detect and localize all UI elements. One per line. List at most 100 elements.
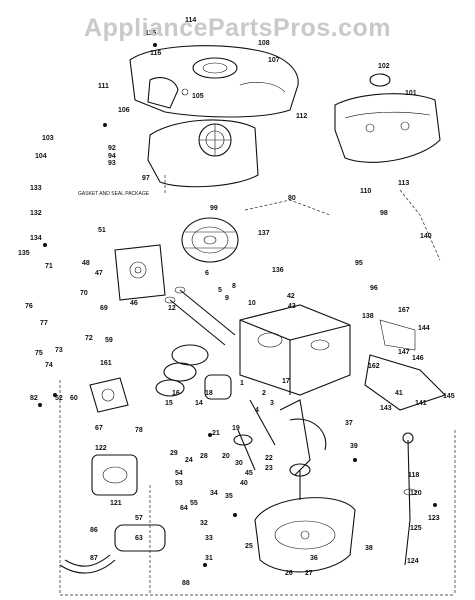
part-callout-103: 103: [42, 135, 54, 142]
part-callout-122: 122: [95, 445, 107, 452]
part-callout-70: 70: [80, 290, 88, 297]
part-callout-146: 146: [412, 355, 424, 362]
part-callout-75: 75: [35, 350, 43, 357]
part-callout-30: 30: [235, 460, 243, 467]
part-callout-115: 115: [145, 30, 156, 37]
part-callout-110: 110: [360, 188, 371, 195]
part-callout-112: 112: [296, 113, 307, 120]
part-callout-98: 98: [380, 210, 388, 217]
assembly-guide-lines: [59, 189, 456, 596]
carburetor-bracket: [114, 244, 166, 301]
part-callout-10: 10: [248, 300, 256, 307]
part-callout-38: 38: [365, 545, 373, 552]
part-callout-35: 35: [225, 493, 233, 500]
flywheel: [181, 217, 239, 263]
part-callout-135: 135: [18, 250, 30, 257]
part-callout-96: 96: [370, 285, 378, 292]
part-callout-27: 27: [305, 570, 313, 577]
part-callout-72: 72: [85, 335, 93, 342]
part-callout-54: 54: [175, 470, 183, 477]
part-callout-26: 26: [285, 570, 293, 577]
part-callout-15: 15: [165, 400, 173, 407]
part-callout-147: 147: [398, 349, 410, 356]
part-callout-9: 9: [225, 295, 229, 302]
part-callout-87: 87: [90, 555, 98, 562]
part-callout-24: 24: [185, 457, 193, 464]
part-callout-82: 82: [30, 395, 38, 402]
muffler: [91, 454, 138, 496]
dipstick-tube: [402, 432, 417, 566]
part-callout-102: 102: [378, 63, 390, 70]
part-callout-47: 47: [95, 270, 103, 277]
part-callout-48: 48: [82, 260, 90, 267]
part-callout-108: 108: [258, 40, 270, 47]
part-callout-74: 74: [45, 362, 53, 369]
camshaft: [233, 429, 256, 471]
part-callout-63: 63: [135, 535, 143, 542]
part-callout-32: 32: [200, 520, 208, 527]
cylinder-block: [239, 304, 351, 396]
part-callout-25: 25: [245, 543, 253, 550]
part-callout-136: 136: [272, 267, 284, 274]
part-callout-41: 41: [395, 390, 403, 397]
part-callout-8: 8: [232, 283, 236, 290]
crankshaft: [249, 399, 327, 500]
part-callout-106: 106: [118, 107, 130, 114]
part-callout-12: 12: [168, 305, 176, 312]
part-callout-18: 18: [205, 390, 213, 397]
part-callout-113: 113: [398, 180, 409, 187]
valves: [164, 286, 236, 346]
part-callout-28: 28: [200, 453, 208, 460]
part-callout-2: 2: [262, 390, 266, 397]
blower-housing: [129, 45, 299, 118]
callout-labels: 1141151161081071021011111061051121031041…: [18, 17, 455, 587]
part-callout-33: 33: [205, 535, 213, 542]
part-callout-4: 4: [255, 407, 259, 414]
part-callout-20: 20: [222, 453, 230, 460]
part-callout-51: 51: [98, 227, 106, 234]
fasteners: [38, 43, 437, 567]
part-callout-132: 132: [30, 210, 42, 217]
oil-sump: [254, 497, 356, 573]
part-callout-1: 1: [240, 380, 244, 387]
part-callout-29: 29: [170, 450, 178, 457]
part-callout-162: 162: [368, 363, 380, 370]
part-callout-22: 22: [265, 455, 273, 462]
part-callout-97: 97: [142, 175, 150, 182]
part-callout-107: 107: [268, 57, 280, 64]
part-callout-137: 137: [258, 230, 270, 237]
part-callout-6: 6: [205, 270, 209, 277]
part-callout-69: 69: [100, 305, 108, 312]
part-callout-116: 116: [150, 50, 161, 57]
part-callout-92: 92: [108, 145, 116, 152]
part-callout-111: 111: [98, 83, 109, 90]
part-callout-78: 78: [135, 427, 143, 434]
part-callout-140: 140: [420, 233, 432, 240]
part-callout-143: 143: [380, 405, 392, 412]
part-callout-86: 86: [90, 527, 98, 534]
part-callout-123: 123: [428, 515, 440, 522]
part-callout-80: 80: [288, 195, 296, 202]
part-callout-37: 37: [345, 420, 353, 427]
part-callout-60: 60: [70, 395, 78, 402]
part-callout-73: 73: [55, 347, 63, 354]
part-callout-39: 39: [350, 443, 358, 450]
part-callout-14: 14: [195, 400, 203, 407]
part-callout-161: 161: [100, 360, 112, 367]
carburetor: [89, 377, 129, 413]
part-callout-145: 145: [443, 393, 455, 400]
part-callout-144: 144: [418, 325, 430, 332]
part-callout-52: 52: [55, 395, 63, 402]
part-callout-105: 105: [192, 93, 204, 100]
part-callout-16: 16: [172, 390, 180, 397]
part-callout-101: 101: [405, 90, 417, 97]
part-callout-134: 134: [30, 235, 42, 242]
part-callout-23: 23: [265, 465, 273, 472]
part-callout-125: 125: [410, 525, 422, 532]
part-callout-36: 36: [310, 555, 318, 562]
part-callout-17: 17: [282, 378, 290, 385]
part-callout-93: 93: [108, 160, 116, 167]
part-callout-76: 76: [25, 303, 33, 310]
part-callout-88: 88: [182, 580, 190, 587]
